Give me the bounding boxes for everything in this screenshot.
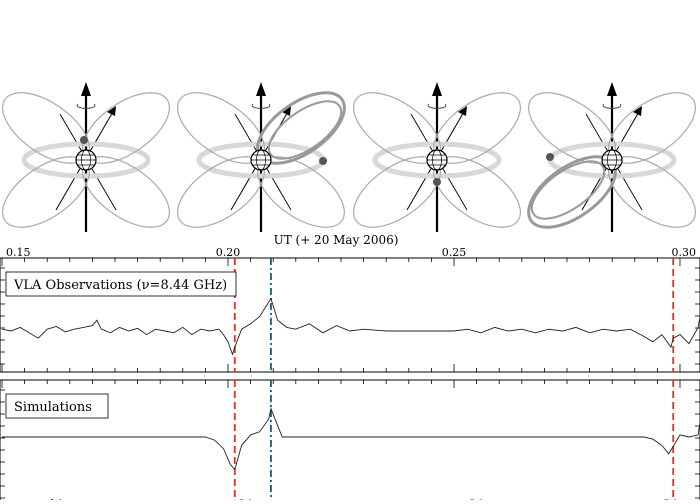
top-tick-label: 0.20 — [216, 246, 241, 259]
diagram-4 — [527, 82, 696, 232]
panel-label-box — [5, 271, 237, 297]
panel-label: VLA Observations (ν=8.44 GHz) — [13, 278, 227, 293]
rotation-arrow-icon — [76, 103, 96, 109]
magnetic-axis-arrowhead — [107, 106, 116, 116]
panel-simulations: Simulations — [0, 379, 700, 504]
panel-frame — [0, 257, 700, 373]
equatorial-ring — [372, 141, 502, 179]
rotation-arrow-icon — [427, 103, 447, 109]
highlighted-inner-loop — [267, 100, 343, 160]
emission-point — [433, 178, 441, 186]
top-tick-labels: 0.15 0.20 0.25 0.30 — [6, 246, 696, 259]
top-tick-label: 0.30 — [672, 246, 697, 259]
panel-frame — [0, 379, 700, 504]
highlighted-inner-loop — [530, 160, 606, 220]
panel-label: Simulations — [14, 400, 92, 415]
panel-ticks — [0, 258, 700, 372]
top-axis-label: UT (+ 20 May 2006) — [274, 233, 399, 247]
emission-point — [80, 136, 88, 144]
simulated-flux-curve — [2, 397, 700, 471]
event-markers — [233, 380, 675, 504]
magnetic-axis-arrowhead — [633, 106, 642, 116]
equatorial-ring — [21, 141, 151, 179]
rotation-arrow-icon — [602, 103, 622, 109]
emission-point — [546, 153, 554, 161]
magnetosphere-diagrams — [2, 82, 696, 232]
panel-vla-observations: VLA Observations (ν=8.44 GHz) — [0, 257, 700, 373]
top-tick-label: 0.15 — [6, 246, 31, 259]
diagram-2 — [177, 82, 346, 232]
rotation-axis-arrowhead — [432, 82, 442, 96]
top-tick-label: 0.25 — [442, 246, 467, 259]
rotation-axis-arrowhead — [256, 82, 266, 96]
panel-label-box — [5, 393, 109, 419]
diagram-3 — [353, 82, 521, 232]
emission-point — [319, 157, 327, 165]
rotation-arrow-icon — [251, 103, 271, 109]
magnetic-axis-arrowhead — [282, 106, 291, 116]
magnetic-axis-arrowhead — [458, 106, 467, 116]
diagram-1 — [2, 82, 170, 232]
rotation-axis-arrowhead — [81, 82, 91, 96]
rotation-axis-arrowhead — [607, 82, 617, 96]
observed-flux-curve — [1, 287, 700, 356]
event-markers — [233, 258, 675, 372]
